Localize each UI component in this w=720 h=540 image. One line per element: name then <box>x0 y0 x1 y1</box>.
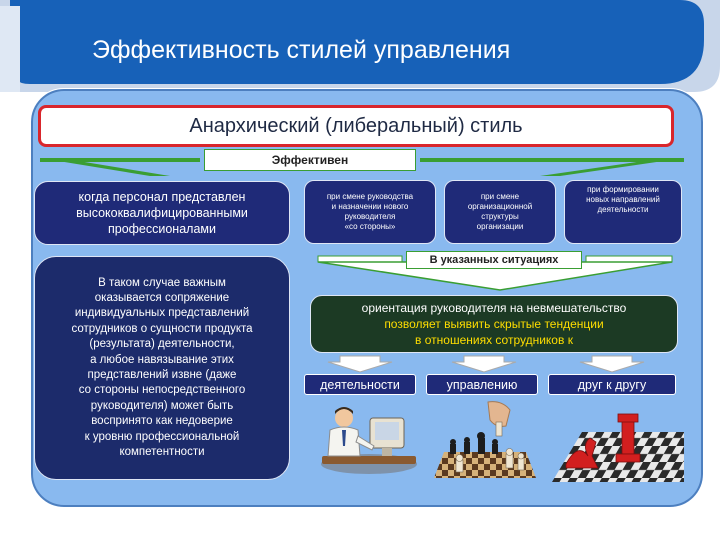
person-at-computer-icon <box>321 407 417 474</box>
header-band <box>0 0 720 92</box>
situation-line: и назначении нового <box>331 202 409 211</box>
effective-label: Эффективен <box>204 149 416 171</box>
orientation-line: ориентация руководителя на невмешательст… <box>361 301 627 315</box>
when-box: когда персонал представлен высококвалифи… <box>34 181 290 245</box>
case-line: компетентности <box>119 446 205 459</box>
case-line: (результата) деятельности, <box>89 338 235 351</box>
situations-label: В указанных ситуациях <box>406 251 582 269</box>
situation-line: руководителя <box>344 212 396 221</box>
target-each-other: друг к другу <box>548 374 676 395</box>
case-line: индивидуальных представлений <box>74 307 250 320</box>
case-line: руководителя) может быть <box>90 399 234 412</box>
situation-line: при смене <box>480 192 520 201</box>
situation-line: новых направлений <box>586 195 660 204</box>
situation-line: организационной <box>467 202 533 211</box>
situation-box-structure-change: при смене организационной структуры орга… <box>444 180 556 244</box>
case-line: воспринято как недоверие <box>91 415 233 428</box>
chess-board-hand-icon <box>434 401 536 478</box>
when-line: высококвалифицированными <box>76 206 248 220</box>
when-line: когда персонал представлен <box>78 190 246 204</box>
case-line: со стороны непосредственного <box>78 384 246 397</box>
situation-line: организации <box>476 222 524 231</box>
red-chess-pieces-icon <box>552 413 684 482</box>
case-line: а любое навязывание этих <box>90 353 234 366</box>
case-line: представлений извне (даже <box>87 369 237 381</box>
target-activity: деятельности <box>304 374 416 395</box>
case-box: В таком случае важным оказывается сопряж… <box>34 256 290 480</box>
situation-box-new-directions: при формировании новых направлений деяте… <box>564 180 682 244</box>
situation-box-leader-change: при смене руководства и назначении новог… <box>304 180 436 244</box>
slide-title: Эффективность стилей управления <box>92 36 511 64</box>
orientation-line-highlight: позволяет выявить скрытые тенденции <box>384 317 604 331</box>
situation-line: при смене руководства <box>326 192 414 201</box>
case-line: к уровню профессиональной <box>84 430 240 443</box>
orientation-box: ориентация руководителя на невмешательст… <box>310 295 678 353</box>
case-line: В таком случае важным <box>98 276 226 289</box>
situation-line: «со стороны» <box>344 222 396 231</box>
situation-line: деятельности <box>597 205 649 214</box>
when-line: профессионалами <box>107 222 216 236</box>
case-line: оказывается сопряжение <box>94 291 230 304</box>
target-management: управлению <box>426 374 538 395</box>
case-line: сотрудников о сущности продукта <box>71 322 253 335</box>
style-title-box: Анархический (либеральный) стиль <box>38 105 674 147</box>
situation-line: структуры <box>481 212 519 221</box>
style-title: Анархический (либеральный) стиль <box>189 114 523 137</box>
orientation-line-highlight: в отношениях сотрудников к <box>415 333 573 347</box>
situation-line: при формировании <box>587 185 659 194</box>
